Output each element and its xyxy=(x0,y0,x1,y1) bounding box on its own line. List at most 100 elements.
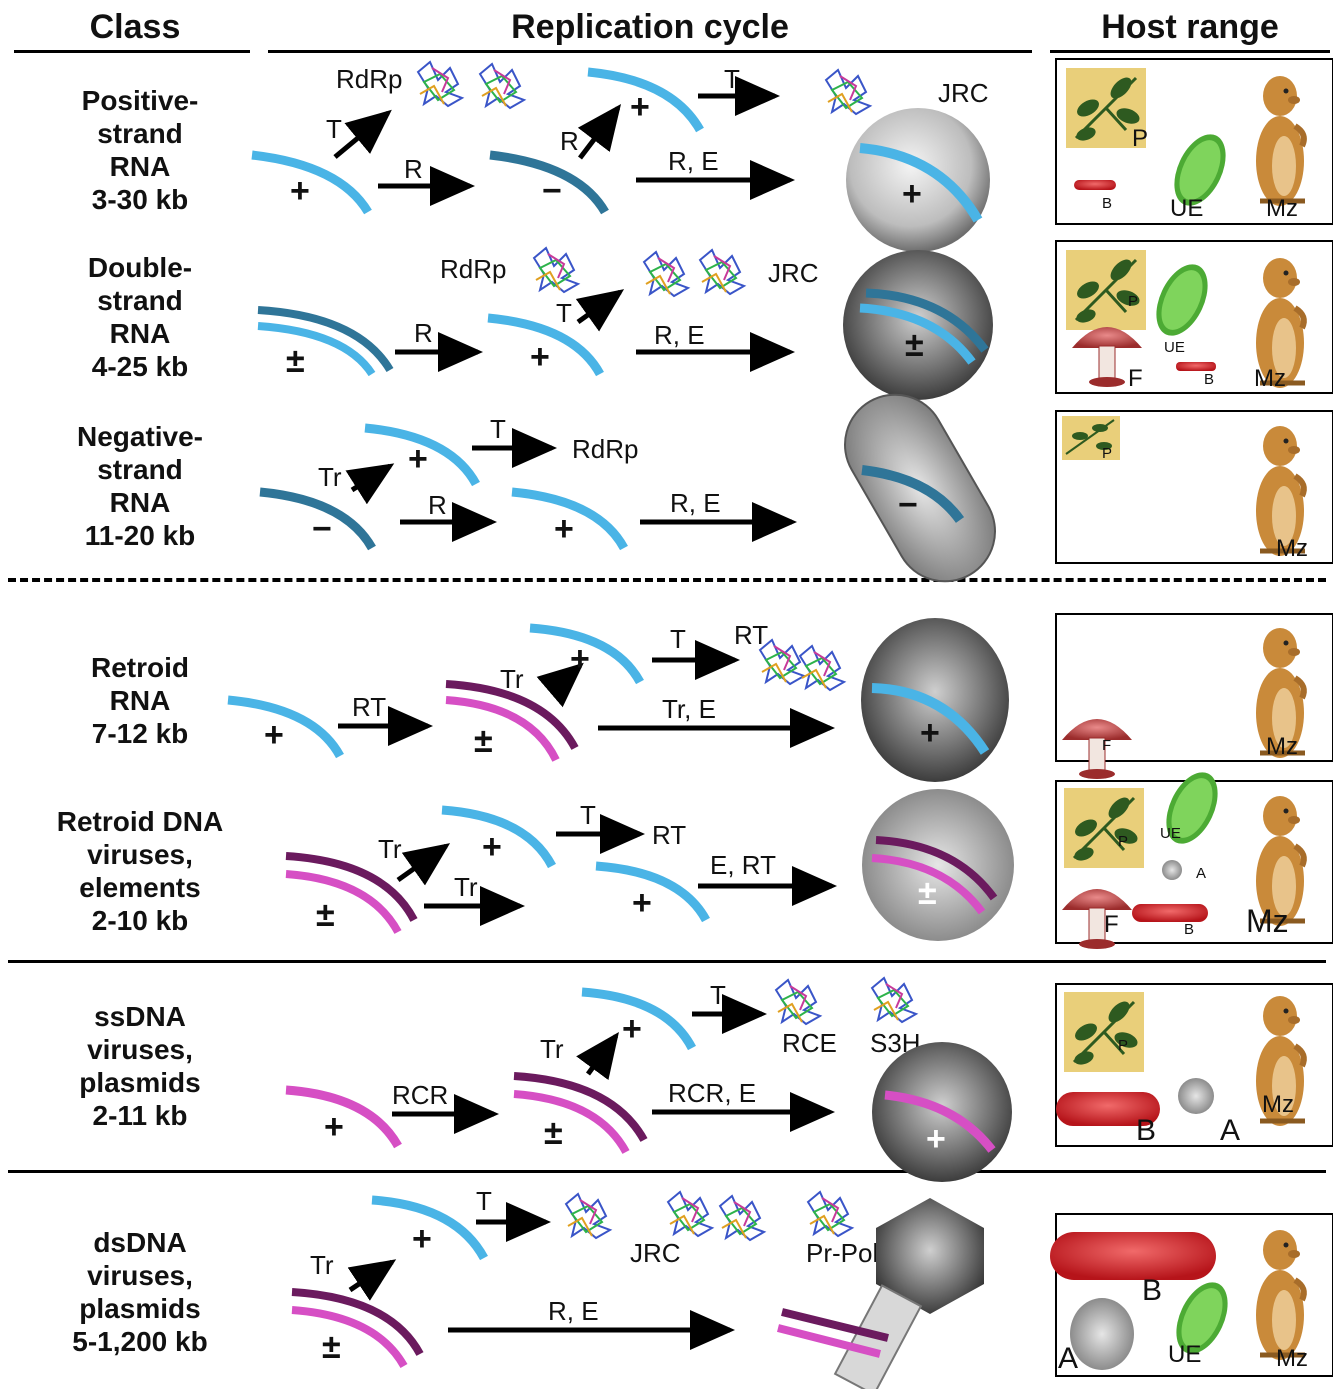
jrc-protein-structure xyxy=(566,1194,610,1238)
row-positive-strand-rna: + T RdRp R − R + T JRC R, E + xyxy=(252,62,990,252)
translation-arrow xyxy=(578,292,620,322)
translation-label: T xyxy=(556,298,572,328)
transcription-arrow xyxy=(398,846,446,880)
rt-protein-label: RT xyxy=(652,820,686,850)
rcr-encapsidation-label: RCR, E xyxy=(668,1078,756,1108)
plus-minus-sign: ± xyxy=(322,1328,341,1366)
translation-label: T xyxy=(670,624,686,654)
bacterium-host-label: B xyxy=(1136,1114,1156,1147)
rce-label: RCE xyxy=(782,1028,837,1058)
plus-sign: + xyxy=(264,716,284,754)
transcription-arrow xyxy=(350,1262,392,1290)
transcription-encapsidation-label: Tr, E xyxy=(662,694,716,724)
plant-host-icon xyxy=(1066,250,1146,330)
translation-label: T xyxy=(490,414,506,444)
mammal-host-label: Mz xyxy=(1262,1091,1294,1118)
jrc-protein-structure-3 xyxy=(720,1196,764,1240)
transcription-label-2: Tr xyxy=(454,872,478,902)
translation-label: T xyxy=(710,980,726,1010)
plus-sign: + xyxy=(408,440,428,478)
plus-minus-sign: ± xyxy=(474,722,493,760)
bacterium-host-label: B xyxy=(1184,921,1194,938)
jrc-protein-structure xyxy=(826,70,870,114)
transcription-label: Tr xyxy=(310,1250,334,1280)
archaeon-host-label: A xyxy=(1220,1114,1240,1147)
rdrp-label: RdRp xyxy=(572,434,638,464)
plant-host-icon xyxy=(1064,788,1144,868)
fungus-host-icon xyxy=(1062,719,1132,779)
replication-arrow-2 xyxy=(580,108,618,158)
hosts-negative-strand-rna: P Mz xyxy=(1062,416,1308,562)
row-negative-strand-rna: − Tr + T RdRp R + R, E − xyxy=(260,376,1013,599)
transcription-label: Tr xyxy=(500,664,524,694)
hosts-ssdna: P Mz B A xyxy=(1056,992,1305,1147)
plus-sign-2: + xyxy=(630,88,650,126)
plant-host-label: P xyxy=(1102,445,1112,462)
jrc-label: JRC xyxy=(768,258,819,288)
rdrp-label: RdRp xyxy=(336,64,402,94)
row-retroid-dna: ± Tr + T RT Tr + E, RT ± xyxy=(286,789,1014,941)
plus-sign: + xyxy=(412,1220,432,1258)
plus-sign: + xyxy=(324,1108,344,1146)
virion-minus-sign: − xyxy=(898,486,918,524)
translation-label: T xyxy=(476,1186,492,1216)
pr-pol-label: Pr-Pol xyxy=(806,1238,878,1268)
rt-protein-structure-2 xyxy=(800,646,844,690)
plant-host-label: P xyxy=(1118,833,1128,850)
mammal-host-label: Mz xyxy=(1254,365,1286,392)
plus-minus-sign: ± xyxy=(316,896,335,934)
transcription-label: Tr xyxy=(318,462,342,492)
fungus-host-label: F xyxy=(1104,911,1119,938)
translation-label: T xyxy=(326,114,342,144)
translation-label-2: T xyxy=(724,64,740,94)
hosts-double-strand-rna: P UE Mz F B xyxy=(1066,250,1305,392)
plus-sign-2: + xyxy=(622,1010,642,1048)
plus-minus-sign: ± xyxy=(286,342,305,380)
plant-host-label: P xyxy=(1118,1037,1128,1054)
fungus-host-icon xyxy=(1062,889,1132,949)
replication-label: R xyxy=(404,154,423,184)
bacterium-host-label: B xyxy=(1142,1274,1162,1307)
mammal-host-label: Mz xyxy=(1266,195,1298,222)
replication-encapsidation-label: R, E xyxy=(548,1296,599,1326)
plus-strand-arc xyxy=(228,700,340,756)
plus-sign-2: + xyxy=(570,640,590,678)
reverse-transcription-label: RT xyxy=(352,692,386,722)
rcr-label: RCR xyxy=(392,1080,448,1110)
mammal-host-label: Mz xyxy=(1266,733,1298,760)
hosts-dsdna: B Mz UE A xyxy=(1050,1230,1308,1375)
mammal-host-icon xyxy=(1256,1230,1305,1360)
unicellular-eukaryote-label: UE xyxy=(1170,195,1203,222)
plant-host-icon xyxy=(1064,992,1144,1072)
jrc-protein-structure-2 xyxy=(668,1192,712,1236)
jrc-label: JRC xyxy=(938,78,989,108)
bacterium-host-label: B xyxy=(1102,195,1112,212)
row-dsdna: ± Tr + T JRC Pr-Pol R, E xyxy=(292,1186,984,1389)
bacterium-host-icon xyxy=(1132,904,1208,922)
archaeon-host-icon xyxy=(1162,860,1182,880)
rdrp-label: RdRp xyxy=(440,254,506,284)
virion-plus-minus-sign: ± xyxy=(905,326,924,364)
retroid-dna-virion xyxy=(862,789,1014,941)
virion-plus-minus-sign: ± xyxy=(918,874,937,912)
rdrp-protein-structure xyxy=(418,62,462,106)
bacterium-host-icon xyxy=(1074,180,1116,190)
translation-label: T xyxy=(580,800,596,830)
row-ssdna: + RCR ± Tr + T RCE S3H RCR, E + xyxy=(286,978,1012,1182)
replication-label-2: R xyxy=(560,126,579,156)
plus-sign-2: + xyxy=(632,884,652,922)
virion-plus-sign: + xyxy=(926,1120,946,1158)
rce-protein-structure xyxy=(776,980,820,1024)
minus-sign: − xyxy=(542,172,562,210)
mammal-host-icon xyxy=(1256,76,1305,206)
row-double-strand-rna: ± R + T RdRp JRC R, E ± xyxy=(258,248,993,400)
replication-encapsidation-label: R, E xyxy=(670,488,721,518)
mammal-host-label: Mz xyxy=(1246,903,1289,939)
bacterium-host-label: B xyxy=(1204,371,1214,388)
unicellular-eukaryote-label: UE xyxy=(1164,339,1185,356)
fungus-host-label: F xyxy=(1128,365,1143,392)
fungus-host-label: F xyxy=(1102,737,1111,754)
plant-host-label: P xyxy=(1128,293,1138,310)
transcription-label: Tr xyxy=(378,834,402,864)
